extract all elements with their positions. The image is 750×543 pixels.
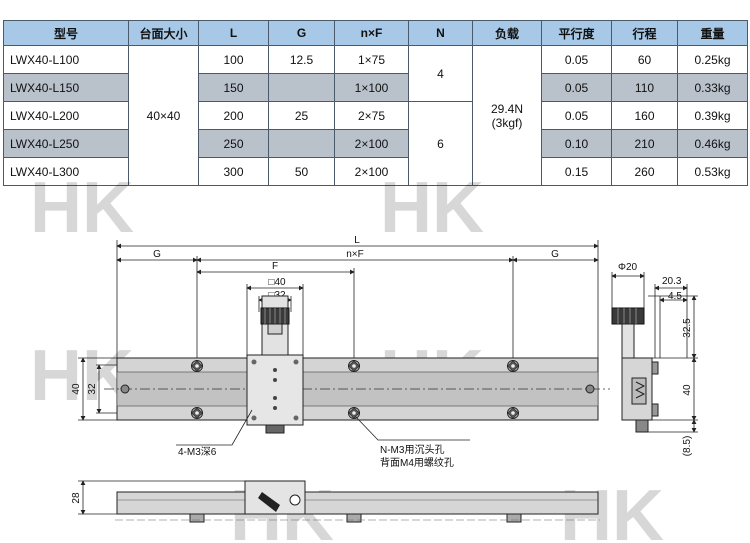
dim-F-label: F	[272, 261, 278, 272]
watermark: HK HK HK HK HK HK	[30, 168, 664, 543]
header-load: 负载	[472, 20, 542, 46]
cell-stroke: 110	[611, 73, 678, 102]
side-view	[611, 272, 698, 433]
cell-L: 150	[198, 73, 269, 102]
load-line-1: 29.4N	[490, 101, 524, 116]
cell-model: LWX40-L250	[3, 129, 129, 158]
cell-G-blank	[268, 129, 335, 158]
cell-stroke: 210	[611, 129, 678, 158]
cell-model: LWX40-L100	[3, 45, 129, 74]
watermark-text: HK	[380, 168, 484, 248]
header-model: 型号	[3, 20, 129, 46]
front-dimensions	[78, 240, 599, 421]
header-N: N	[408, 20, 473, 46]
cell-weight: 0.39kg	[677, 101, 748, 130]
cell-model: LWX40-L150	[3, 73, 129, 102]
note-m3-depth: 4-M3深6	[178, 446, 217, 458]
cell-nF: 2×100	[334, 157, 409, 186]
dim-20-3-label: 20.3	[662, 276, 682, 287]
cell-N: 4	[408, 45, 473, 102]
cell-N: 6	[408, 101, 473, 186]
load-line-2: (3kgf)	[491, 115, 523, 130]
table-header-row: 型号 台面大小 L G n×F N 负载 平行度 行程 重量	[3, 20, 748, 46]
side-dimension-labels: Φ20 20.3 4.5 32.5 40 (8.5)	[618, 262, 693, 456]
dim-nF-label: n×F	[346, 249, 364, 260]
dim-height28-label: 28	[71, 492, 82, 504]
dim-square40-label: □40	[268, 277, 286, 288]
dim-height40-label: 40	[71, 383, 82, 395]
dim-8-5-label: (8.5)	[682, 436, 693, 457]
cell-parallelism: 0.15	[541, 157, 612, 186]
dim-G-left-label: G	[153, 249, 161, 260]
front-notes: 4-M3深6 N-M3用沉头孔 背面M4用螺纹孔	[178, 443, 454, 469]
table-row: LWX40-L300 300 50 2×100 0.15 260 0.53kg	[3, 157, 748, 186]
cell-weight: 0.53kg	[677, 157, 748, 186]
cell-parallelism: 0.05	[541, 73, 612, 102]
header-weight: 重量	[677, 20, 748, 46]
cell-stroke: 60	[611, 45, 678, 74]
table-row: LWX40-L100 40×40 100 12.5 1×75 4 29.4N (…	[3, 45, 748, 186]
dim-side40-label: 40	[682, 384, 693, 396]
cell-G: 50	[268, 157, 335, 186]
cell-parallelism: 0.05	[541, 101, 612, 130]
cell-nF: 2×100	[334, 129, 409, 158]
bottom-view	[78, 480, 600, 523]
table-row: LWX40-L150 150 1×100 0.05 110 0.33kg	[3, 73, 748, 102]
cell-L: 100	[198, 45, 269, 74]
cell-load: 29.4N (3kgf)	[472, 45, 542, 186]
cell-weight: 0.25kg	[677, 45, 748, 74]
header-stroke: 行程	[611, 20, 678, 46]
cell-model: LWX40-L200	[3, 101, 129, 130]
cell-table-size: 40×40	[128, 45, 199, 186]
spec-table: 型号 台面大小 L G n×F N 负载 平行度 行程 重量 LWX40-L10…	[3, 20, 748, 186]
header-G: G	[268, 20, 335, 46]
cell-nF: 2×75	[334, 101, 409, 130]
dim-G-right-label: G	[551, 249, 559, 260]
note-countersink: N-M3用沉头孔	[380, 443, 444, 456]
header-parallelism: 平行度	[541, 20, 612, 46]
front-view	[104, 295, 610, 446]
cell-parallelism: 0.10	[541, 129, 612, 158]
dim-phi20-label: Φ20	[618, 262, 638, 273]
cell-stroke: 260	[611, 157, 678, 186]
cell-model: LWX40-L300	[3, 157, 129, 186]
dim-height32-label: 32	[87, 383, 98, 395]
dim-4-5-label: 4.5	[668, 291, 682, 302]
header-nF: n×F	[334, 20, 409, 46]
watermark-text: HK	[30, 168, 134, 248]
dim-32-5-label: 32.5	[682, 318, 693, 338]
dim-L-label: L	[354, 235, 360, 246]
note-thread-back: 背面M4用螺纹孔	[380, 456, 454, 469]
